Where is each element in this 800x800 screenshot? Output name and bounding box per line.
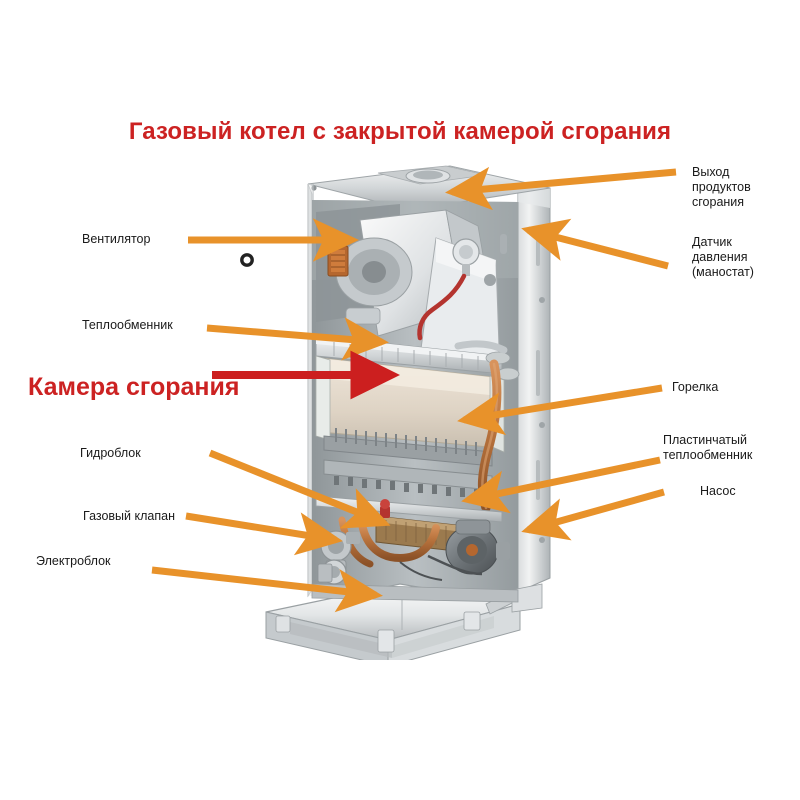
label-plate-exchanger: Пластинчатый теплообменник (663, 433, 753, 462)
arrow-flue-outlet (445, 166, 677, 211)
arrow-gas-valve (185, 512, 343, 556)
arrow-pressure-sensor (521, 218, 669, 270)
label-hydro-block: Гидроблок (80, 446, 141, 460)
label-pump: Насос (700, 484, 736, 498)
label-fan: Вентилятор (82, 232, 151, 246)
label-combustion-chamber: Камера сгорания (28, 373, 240, 401)
label-flue-outlet: Выход продуктов сгорания (692, 165, 751, 209)
label-heat-exchanger: Теплообменник (82, 318, 173, 332)
arrow-burner (457, 384, 663, 436)
label-burner: Горелка (672, 380, 719, 394)
arrow-hydro-block (208, 449, 391, 529)
arrow-heat-exchanger (206, 317, 389, 361)
arrow-plate-exchanger (461, 456, 661, 514)
fan-dot-marker (240, 253, 254, 267)
arrow-pump (521, 488, 665, 541)
label-electro-block: Электроблок (36, 554, 111, 568)
page-title: Газовый котел с закрытой камерой сгорани… (128, 118, 672, 145)
arrow-electro-block (151, 566, 383, 613)
label-gas-valve: Газовый клапан (83, 509, 175, 523)
label-pressure-sensor: Датчик давления (маностат) (692, 235, 754, 279)
